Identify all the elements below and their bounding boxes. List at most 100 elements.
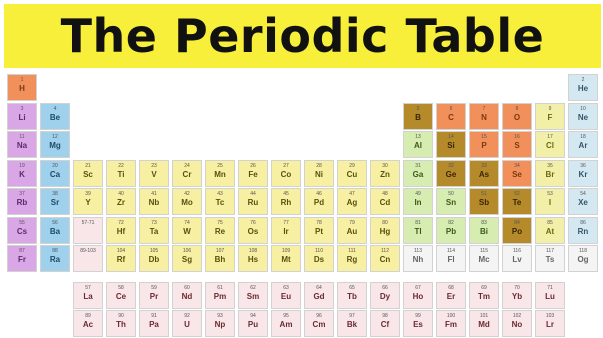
element-symbol: Br: [545, 169, 555, 179]
atomic-number: 22: [118, 162, 124, 169]
element-symbol: Xe: [578, 198, 588, 207]
element-cell: 89-103: [73, 245, 103, 272]
element-symbol: Dy: [379, 292, 391, 301]
atomic-number: 8: [515, 105, 519, 112]
atomic-number: 115: [480, 248, 488, 254]
element-symbol: Hf: [116, 226, 126, 236]
atomic-number: 99: [415, 313, 421, 319]
atomic-number: 106: [182, 248, 192, 254]
atomic-number: 105: [149, 248, 159, 254]
atomic-number: 89-103: [80, 248, 96, 254]
element-symbol: Cd: [379, 198, 391, 207]
element-symbol: C: [448, 112, 454, 122]
element-symbol: Bh: [214, 255, 226, 264]
element-symbol: Bi: [480, 226, 488, 236]
element-symbol: Ru: [247, 198, 259, 207]
element-symbol: Tm: [478, 292, 490, 301]
element-symbol: Ar: [578, 141, 588, 150]
element-symbol: Th: [116, 320, 126, 329]
element-symbol: Cn: [379, 255, 391, 264]
atomic-number: 111: [348, 248, 356, 254]
element-symbol: Re: [214, 226, 226, 236]
atomic-number: 34: [514, 162, 520, 169]
element-symbol: Ts: [545, 255, 555, 264]
element-symbol: Ir: [283, 226, 289, 236]
atomic-number: 6: [449, 105, 453, 112]
atomic-number: 118: [579, 248, 587, 254]
atomic-number: 33: [481, 162, 487, 169]
atomic-number: 10: [580, 105, 586, 112]
element-symbol: F: [547, 112, 553, 122]
element-symbol: Pu: [247, 320, 259, 329]
atomic-number: 76: [250, 219, 256, 226]
atomic-number: 53: [547, 191, 553, 197]
atomic-number: 3: [20, 105, 24, 112]
atomic-number: 88: [52, 248, 58, 254]
element-symbol: Rn: [577, 226, 589, 236]
element-symbol: Nd: [181, 292, 193, 301]
element-symbol: Rf: [116, 255, 126, 264]
atomic-number: 97: [349, 313, 355, 319]
element-symbol: At: [545, 226, 555, 236]
title-banner: The Periodic Table: [4, 4, 601, 68]
atomic-number: 64: [316, 285, 322, 291]
element-symbol: Cm: [312, 320, 326, 329]
element-symbol: Os: [247, 226, 259, 236]
atomic-number: 61: [217, 285, 223, 291]
element-symbol: B: [415, 112, 421, 122]
atomic-number: 23: [151, 162, 157, 169]
element-symbol: Cf: [380, 320, 390, 329]
element-symbol: Hg: [379, 226, 391, 236]
atomic-number: 44: [250, 191, 256, 197]
atomic-number: 85: [547, 219, 553, 226]
element-symbol: Lr: [546, 320, 554, 329]
element-symbol: Cl: [546, 141, 554, 150]
element-symbol: He: [577, 84, 589, 93]
element-symbol: In: [414, 198, 422, 207]
element-symbol: Ds: [313, 255, 325, 264]
element-symbol: Nb: [148, 198, 160, 207]
atomic-number: 114: [447, 248, 455, 254]
element-symbol: Zn: [380, 169, 390, 179]
element-symbol: P: [481, 141, 487, 150]
atomic-number: 77: [283, 219, 289, 226]
element-symbol: Ne: [577, 112, 589, 122]
atomic-number: 40: [118, 191, 124, 197]
atomic-number: 20: [52, 162, 58, 169]
